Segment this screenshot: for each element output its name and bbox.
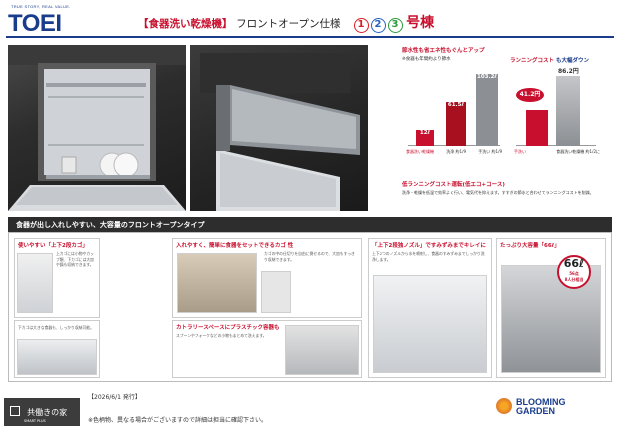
blooming-garden-logo: BLOOMING GARDEN	[496, 397, 566, 416]
brand-sub: SMART PLUS	[24, 419, 46, 423]
lower-text: 洗浄・乾燥を低温で効率よく行い、電気代を抑えます。すすぎの節水と合わせてランニン…	[402, 190, 594, 195]
chart2-caption-b: も大幅ダウン	[555, 58, 589, 64]
water-chart: 12ℓ 61.5ℓ 103.2ℓ	[408, 66, 500, 146]
rack-detail-image	[261, 271, 291, 313]
chart1-caption: 節水性も省エネ性もぐんとアップ	[402, 48, 485, 54]
cost-bar-handwash	[556, 76, 580, 146]
card-nozzle: 「上下2段独ノズル」ですみずみまでキレイに 上下2つのノズルから水を噴射し、食器…	[368, 238, 492, 378]
card2-text: カゴの中の仕切りを自由に倒せるので、大皿もすっきり収納できます。	[264, 251, 355, 262]
cost-top-value: 86.2円	[558, 68, 579, 75]
cost-chart: 86.2円 41.2円	[516, 66, 596, 146]
water-bar-1: 12ℓ	[416, 130, 434, 146]
card3-text: 上下2つのノズルから水を噴射し、食器のすみずみまでしっかり洗浄します。	[372, 251, 485, 262]
card3-title: 「上下2段独ノズル」ですみずみまでキレイに	[372, 243, 486, 249]
card4-title: たっぷり大容量「66ℓ」	[500, 243, 560, 249]
title-sub: フロントオープン仕様	[236, 18, 341, 30]
dishwasher-open-photo	[8, 45, 186, 211]
bg-line1: BLOOMING	[516, 397, 566, 407]
card2b-title: カトラリースペースにプラスチック容器も	[176, 325, 280, 331]
water-xlabel-3: 手洗い 約1/9	[478, 149, 502, 154]
water-xlabel-2: 洗浄 約1/9	[446, 149, 466, 154]
house-icon	[10, 405, 20, 416]
water-chart-xlabels: 食器洗い乾燥機 洗浄 約1/9 手洗い 約1/9	[406, 149, 502, 155]
water-xlabel-1: 食器洗い乾燥機	[406, 149, 434, 154]
card-easy-set: 入れやすく、簡単に食器をセットできるカゴ 性 カゴの中の仕切りを自由に倒せるので…	[172, 238, 362, 318]
nozzle-rack-image	[373, 275, 487, 373]
card-lower-rack: 下カゴは大きな食器も、しっかり収納可能。	[14, 320, 100, 378]
cutlery-basket-image	[285, 325, 359, 375]
card1-title: 使いやすい「上下2段カゴ」	[18, 243, 88, 249]
chart2-caption-a: ランニングコスト	[510, 58, 555, 64]
capacity-badge: 66ℓ 56点 8人分相当	[557, 255, 591, 289]
badge-small2: 8人分相当	[564, 277, 584, 282]
card-capacity: たっぷり大容量「66ℓ」 66ℓ 56点 8人分相当	[496, 238, 606, 378]
toei-logo: TOEI	[8, 10, 62, 37]
lower-caption: 低ランニングコスト運転(低エコ+コース)	[402, 182, 505, 188]
cost-chart-xlabels: 手洗い 食器洗い乾燥機 約1/2に	[514, 149, 600, 155]
building-number-2: 2	[370, 18, 386, 33]
water-bar-2-label: 61.5ℓ	[447, 102, 465, 108]
cost-bar-dishwasher	[526, 110, 548, 146]
brand-box: 共働きの家 SMART PLUS	[4, 398, 80, 426]
lower-rack-image	[17, 339, 97, 375]
building-number-3: 3	[387, 18, 403, 33]
chart2-caption: ランニングコスト も大幅ダウン	[510, 56, 589, 64]
gouto-label: 号棟	[406, 15, 435, 31]
brand-main: 共働きの家	[27, 408, 68, 417]
card1b-text: 下カゴは大きな食器も、しっかり収納可能。	[18, 325, 94, 330]
dishwasher-open-illustration	[8, 45, 186, 211]
dishwasher-door-illustration	[200, 53, 360, 211]
title-bracket: 【食器洗い乾燥機】	[138, 18, 233, 30]
building-number-1: 1	[353, 18, 369, 33]
flower-icon	[496, 398, 512, 414]
card-2-tier-racks: 使いやすい「上下2段カゴ」 上カゴには小物やカップ類、下カゴには大皿や鍋も収納で…	[14, 238, 100, 318]
upper-rack-image	[17, 253, 53, 313]
header-rule	[6, 36, 614, 38]
issue-date: 【2026/6/1 発行】	[88, 394, 141, 401]
tagline: TRUE STORY, REAL VALUE.	[11, 4, 71, 9]
badge-small1: 56点	[569, 271, 579, 276]
water-bar-3-label: 103.2ℓ	[477, 74, 497, 80]
dishwasher-door-photo	[190, 45, 368, 211]
cost-mid-badge: 41.2円	[516, 88, 544, 102]
card2-title: 入れやすく、簡単に食器をセットできるカゴ 性	[176, 243, 294, 249]
card2b-text: スプーンやフォークなどの小物もまとめて洗えます。	[176, 333, 267, 338]
chart1-sub: ※食器も年間約より節水	[402, 57, 451, 62]
cost-xlabel-2: 食器洗い乾燥機 約1/2に	[556, 149, 600, 154]
card1-text: 上カゴには小物やカップ類、下カゴには大皿や鍋も収納できます。	[56, 251, 94, 267]
hand-setting-dish-image	[177, 253, 257, 313]
water-bar-2: 61.5ℓ	[446, 102, 466, 146]
card-cutlery: カトラリースペースにプラスチック容器も スプーンやフォークなどの小物もまとめて洗…	[172, 320, 362, 378]
footer-note: ※色柄物、異なる場合がございますので詳細は担当に確認下さい。	[88, 417, 268, 424]
bg-line2: GARDEN	[516, 406, 556, 416]
badge-big: 66ℓ	[563, 257, 585, 270]
cost-xlabel-1: 手洗い	[514, 149, 526, 154]
water-bar-3: 103.2ℓ	[476, 74, 498, 146]
water-bar-1-label: 12ℓ	[419, 130, 431, 136]
section2-band: 食器が出し入れしやすい、大容量のフロントオープンタイプ	[8, 217, 612, 232]
section2-frame	[8, 232, 612, 382]
